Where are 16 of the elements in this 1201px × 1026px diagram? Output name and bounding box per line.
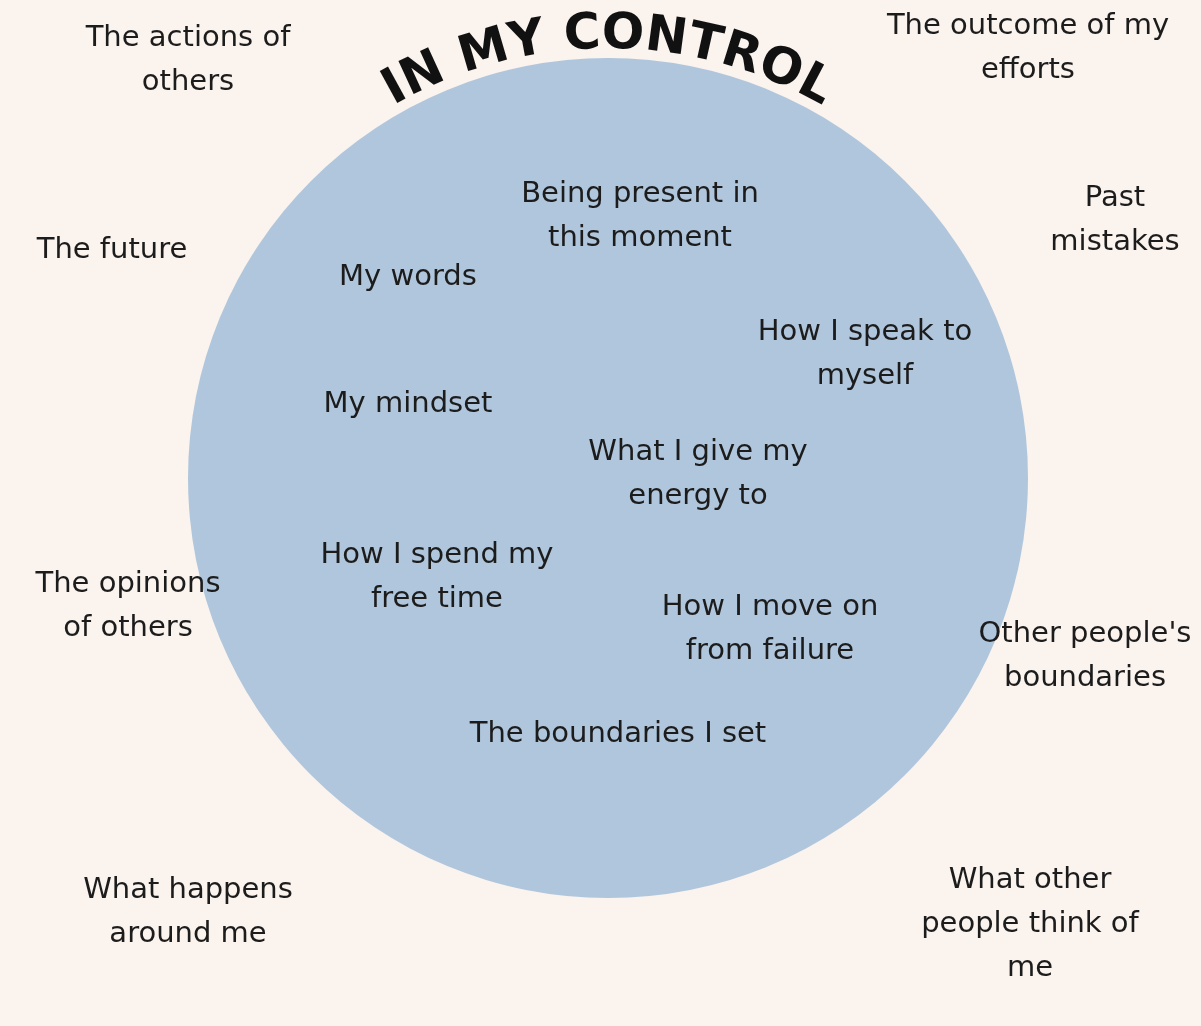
item-text: The boundaries I set — [468, 714, 768, 751]
item-text: What I give my energy to — [587, 432, 809, 513]
item-text: How I speak to myself — [756, 312, 974, 393]
outside-text: What happens around me — [82, 870, 294, 951]
item-text: My words — [338, 257, 478, 294]
outside-text: The actions of others — [84, 18, 292, 99]
item-text: How I spend my free time — [319, 535, 555, 616]
outside-text: The opinions of others — [34, 564, 222, 645]
item-text: How I move on from failure — [660, 587, 880, 668]
outside-text: The outcome of my efforts — [885, 6, 1171, 87]
outside-text: What other people think of me — [920, 860, 1141, 985]
item-text: My mindset — [322, 384, 494, 421]
outside-text: Past mistakes — [1049, 178, 1181, 259]
item-text: Being present in this moment — [520, 174, 760, 255]
outside-text: Other people's boundaries — [977, 614, 1193, 695]
outside-text: The future — [35, 230, 189, 267]
